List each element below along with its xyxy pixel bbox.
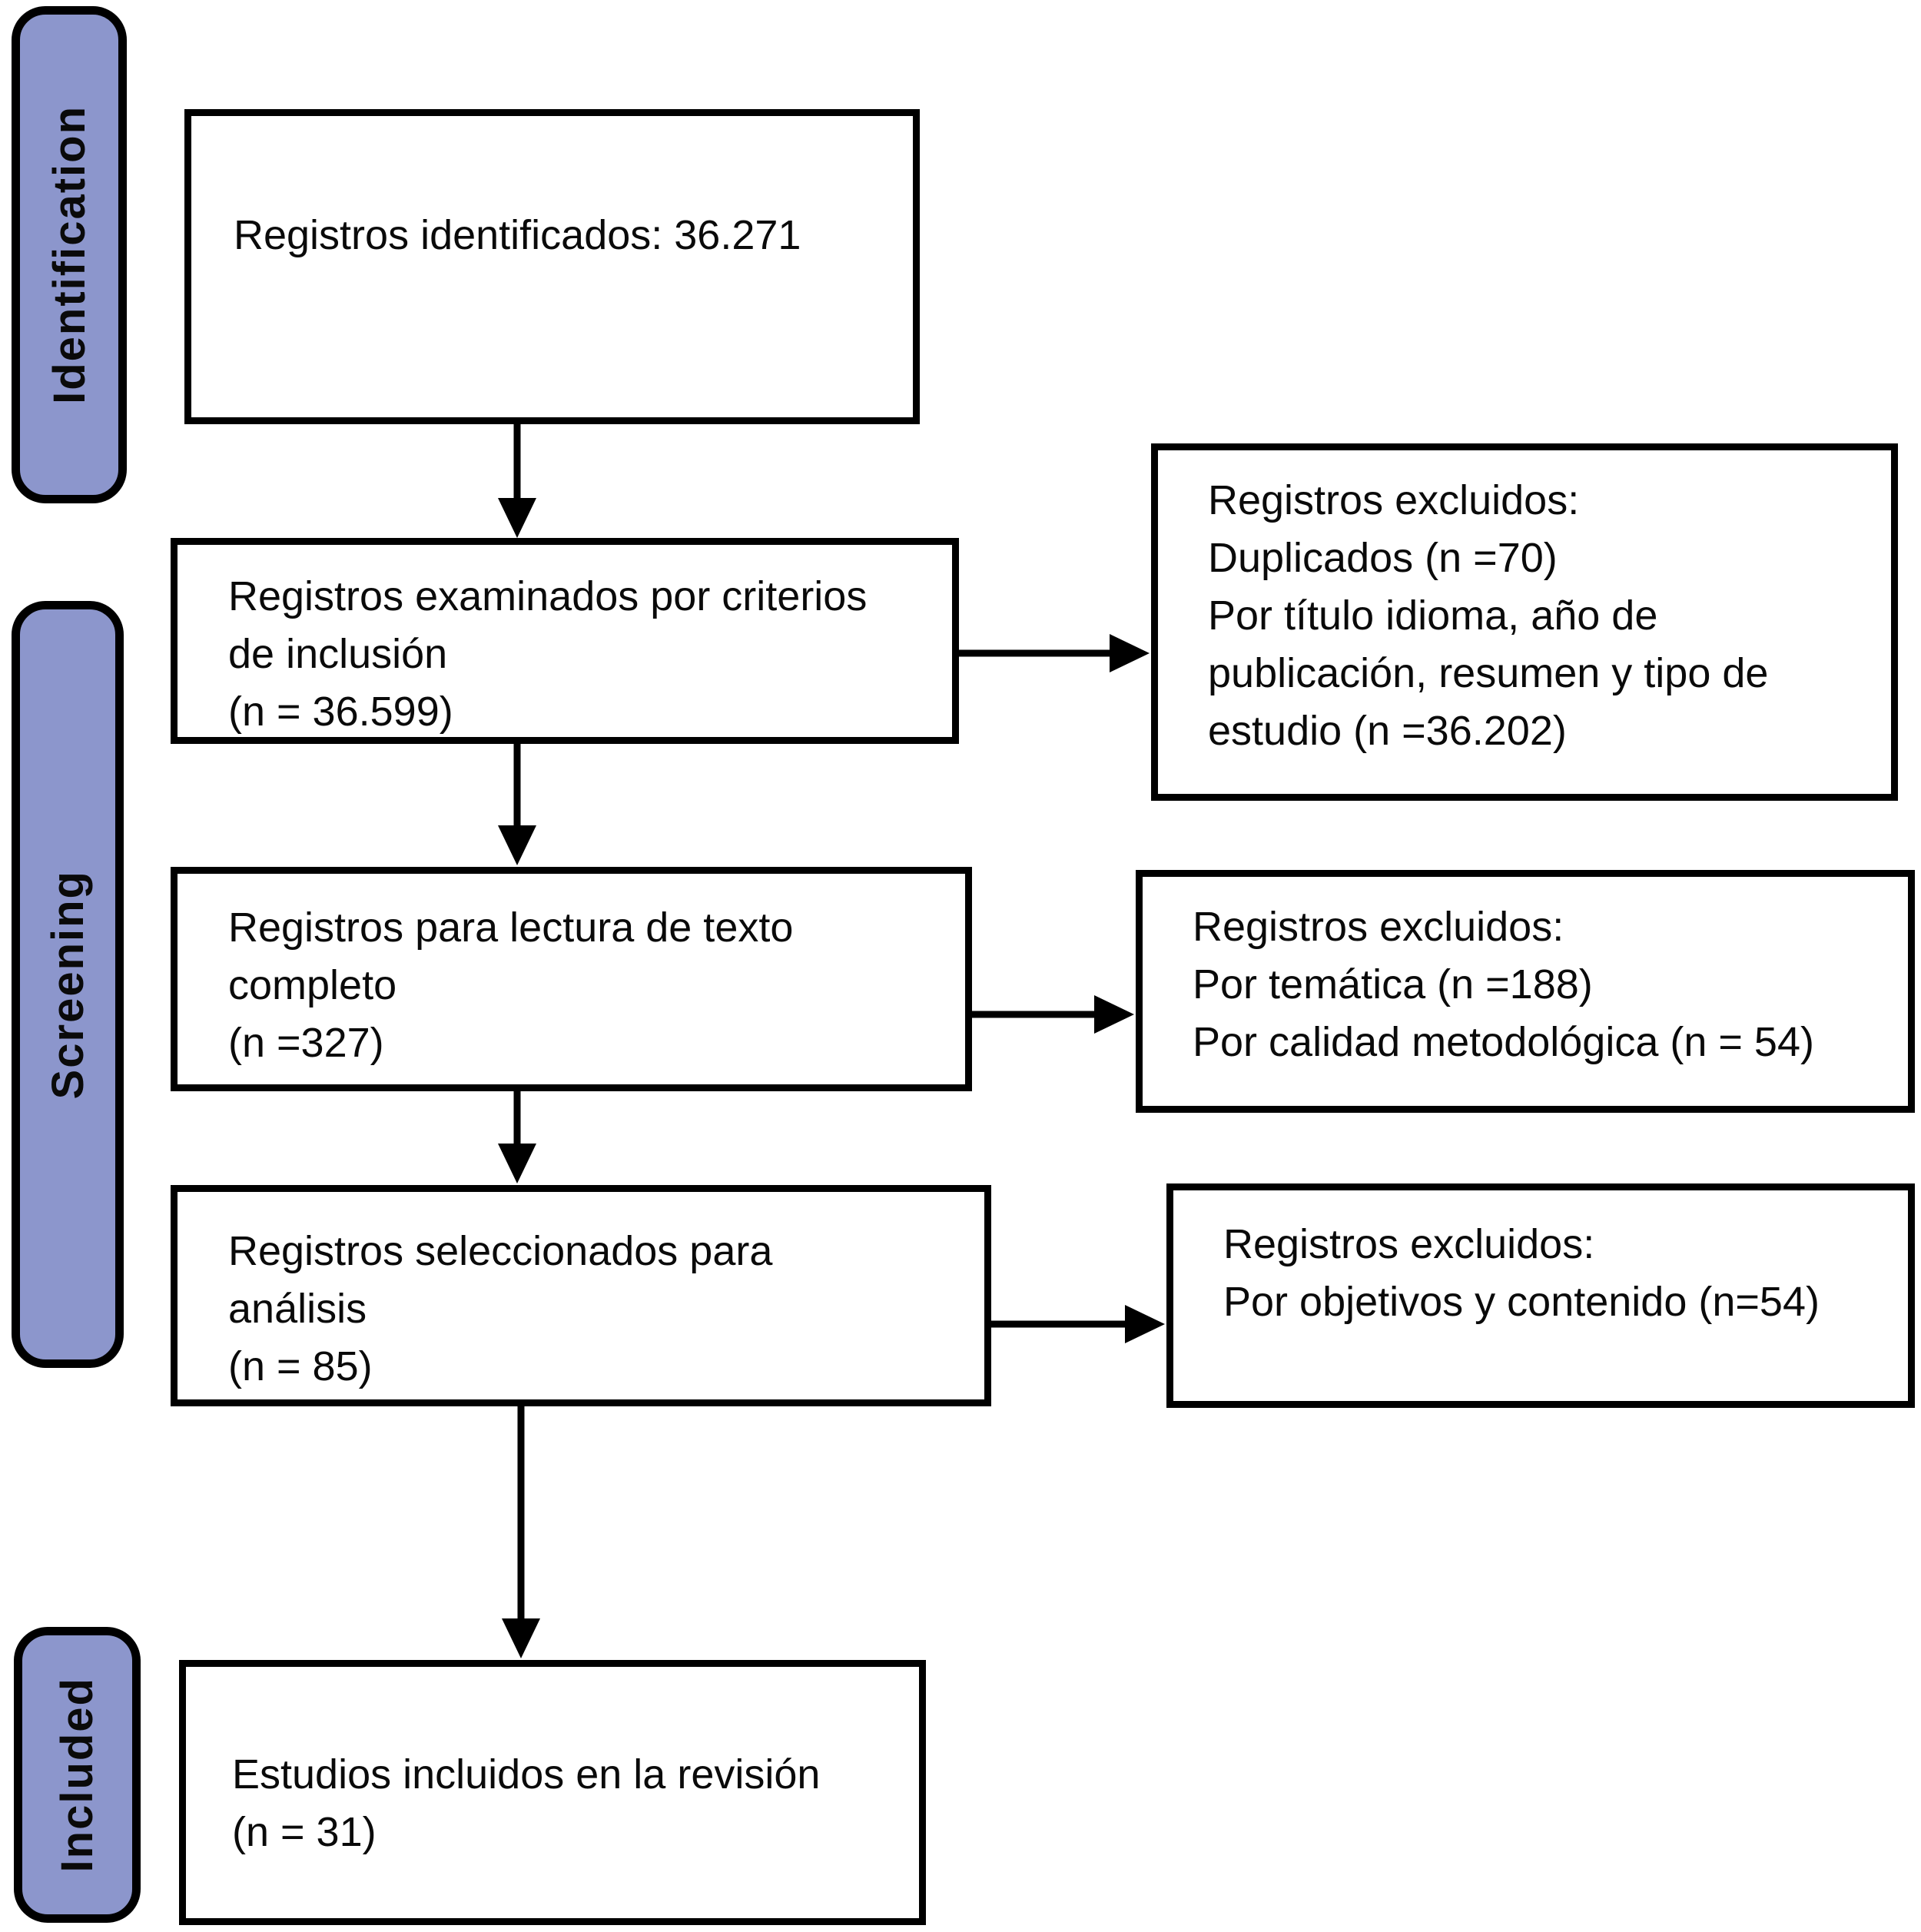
exclusion-box-full-text-text: Registros excluidos: Por temática (n =18… xyxy=(1193,904,1814,1065)
flow-box-selected-text: Registros seleccionados para análisis (n… xyxy=(228,1228,773,1389)
exclusion-box-full-text: Registros excluidos: Por temática (n =18… xyxy=(1136,870,1915,1113)
arrow-selected-to-excluded-icon xyxy=(991,1305,1165,1343)
arrow-full-text-to-excluded-icon xyxy=(972,995,1134,1034)
exclusion-box-analysis-text: Registros excluidos: Por objetivos y con… xyxy=(1223,1221,1820,1325)
flow-box-selected: Registros seleccionados para análisis (n… xyxy=(171,1185,991,1406)
flow-box-included-studies-text: Estudios incluidos en la revisión (n = 3… xyxy=(232,1751,821,1855)
arrow-identified-to-examined-icon xyxy=(498,424,536,538)
arrow-full-text-to-selected-icon xyxy=(498,1091,536,1183)
stage-label-included-text: Included xyxy=(52,1677,102,1873)
flow-box-examined-text: Registros examinados por criterios de in… xyxy=(228,573,868,735)
flow-box-identified-text: Registros identificados: 36.271 xyxy=(234,212,801,258)
flow-box-full-text-text: Registros para lectura de texto completo… xyxy=(228,905,794,1066)
flow-box-full-text: Registros para lectura de texto completo… xyxy=(171,867,972,1091)
arrow-examined-to-excluded-icon xyxy=(959,634,1150,672)
flow-box-included-studies: Estudios incluidos en la revisión (n = 3… xyxy=(179,1660,926,1925)
stage-label-identification: Identification xyxy=(12,6,127,503)
arrow-examined-to-full-text-icon xyxy=(498,744,536,865)
exclusion-box-analysis: Registros excluidos: Por objetivos y con… xyxy=(1166,1183,1915,1408)
flow-box-examined: Registros examinados por criterios de in… xyxy=(171,538,959,744)
flow-box-identified: Registros identificados: 36.271 xyxy=(184,109,920,424)
stage-label-included: Included xyxy=(14,1627,141,1923)
exclusion-box-screening: Registros excluidos: Duplicados (n =70) … xyxy=(1151,443,1898,801)
stage-label-screening: Screening xyxy=(12,601,124,1368)
arrow-selected-to-included-icon xyxy=(502,1406,540,1658)
stage-label-screening-text: Screening xyxy=(42,869,93,1100)
stage-label-identification-text: Identification xyxy=(44,105,95,404)
exclusion-box-screening-text: Registros excluidos: Duplicados (n =70) … xyxy=(1208,477,1769,754)
